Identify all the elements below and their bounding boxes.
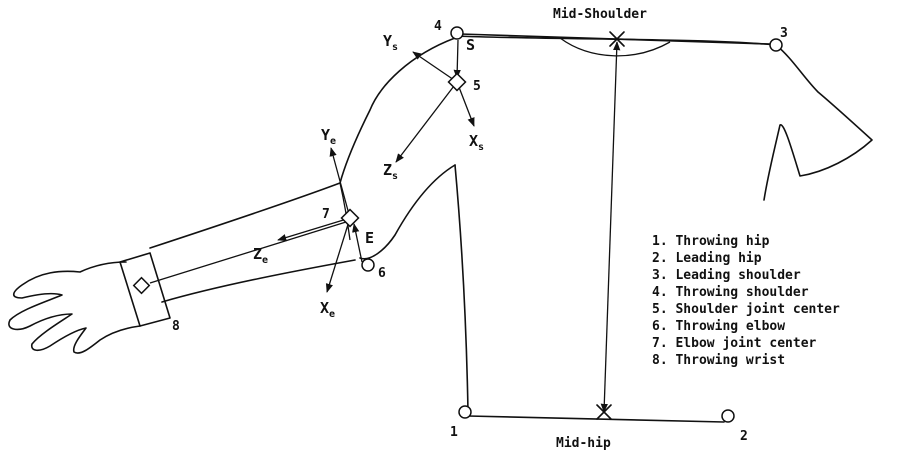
legend-item: 7. Elbow joint center: [652, 336, 817, 351]
shirt-outline: [454, 35, 873, 201]
marker-number-3: 3: [780, 26, 788, 41]
marker-number-2: 2: [740, 429, 748, 444]
marker-4-throwing-shoulder: [450, 26, 464, 40]
legend-item: 6. Throwing elbow: [652, 319, 785, 334]
ze-axis-arrow: [277, 217, 351, 242]
forearm-axis: [149, 221, 347, 284]
legend-item: 5. Shoulder joint center: [652, 302, 840, 317]
e-label: E: [365, 229, 374, 247]
legend-item: 4. Throwing shoulder: [652, 285, 809, 300]
marker-7-elbow-joint-center: [340, 208, 360, 228]
e-vector: [352, 223, 363, 263]
upper-arm-bottom: [359, 164, 456, 260]
legend-item: 1. Throwing hip: [652, 234, 770, 249]
marker-number-5: 5: [473, 79, 481, 94]
marker-5-shoulder-joint-center: [447, 72, 467, 92]
trunk-axis-line: [600, 41, 621, 413]
s-label: S: [466, 36, 475, 54]
legend: 1. Throwing hip 2. Leading hip 3. Leadin…: [652, 234, 840, 368]
zs-label: Zs: [383, 161, 398, 182]
ze-label: Ze: [253, 245, 268, 266]
legend-item: 8. Throwing wrist: [652, 353, 785, 368]
xs-axis-arrow: [456, 81, 475, 127]
forearm-bottom: [161, 259, 356, 303]
hip-line: [467, 415, 725, 423]
forearm-top: [149, 182, 341, 249]
torso-left-side: [454, 164, 469, 413]
marker-8-throwing-wrist: [132, 276, 151, 295]
marker-6-throwing-elbow: [361, 258, 375, 272]
ys-label: Ys: [383, 32, 398, 53]
marker-3-leading-shoulder: [769, 38, 783, 52]
hand-outline: [8, 261, 141, 354]
ys-axis-arrow: [412, 51, 458, 83]
mid-hip-label: Mid-hip: [556, 436, 611, 451]
legend-item: 3. Leading shoulder: [652, 268, 801, 283]
legend-item: 2. Leading hip: [652, 251, 762, 266]
marker-number-8: 8: [172, 319, 180, 334]
s-vector: [453, 39, 461, 79]
marker-number-7: 7: [322, 207, 330, 222]
marker-number-6: 6: [378, 266, 386, 281]
marker-number-4: 4: [434, 19, 442, 34]
xs-label: Xs: [469, 132, 484, 153]
marker-number-1: 1: [450, 425, 458, 440]
wrist-band: [119, 252, 171, 327]
shoulder-line: [459, 33, 771, 45]
mid-shoulder-label: Mid-Shoulder: [553, 7, 647, 22]
marker-2-leading-hip: [721, 409, 735, 423]
xe-axis-arrow: [325, 217, 351, 293]
upper-arm-top: [339, 37, 456, 184]
mid-hip-cross: [596, 404, 612, 420]
xe-label: Xe: [320, 299, 335, 320]
ye-label: Ye: [321, 126, 336, 147]
ye-axis-arrow: [329, 147, 351, 219]
zs-axis-arrow: [395, 81, 458, 163]
marker-1-throwing-hip: [458, 405, 472, 419]
